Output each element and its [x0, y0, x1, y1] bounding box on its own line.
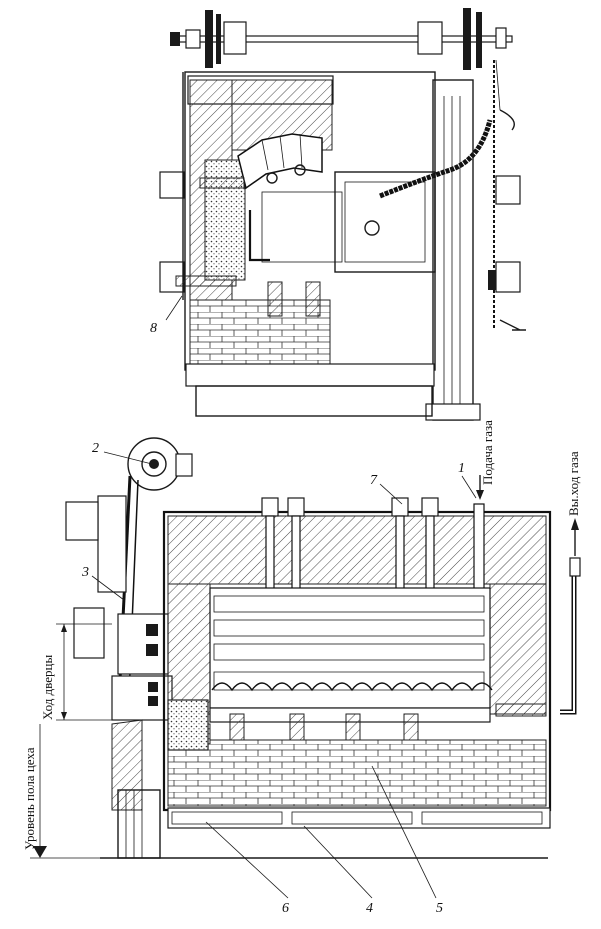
label-4: 4	[366, 901, 373, 916]
label-5: 5	[436, 901, 443, 916]
label-2: 2	[92, 441, 99, 456]
floor-level-label: Уровень пола цеха	[22, 747, 37, 850]
gas-supply-label: Подача газа	[480, 420, 495, 485]
label-3: 3	[81, 565, 89, 580]
load-stack	[213, 595, 485, 691]
door-travel-label: Ход дверцы	[40, 655, 55, 720]
bottom-section-view	[30, 437, 581, 859]
leader-lines	[91, 295, 477, 899]
roof-lining	[167, 515, 547, 585]
pulley-right	[417, 8, 507, 70]
label-7: 7	[370, 473, 378, 488]
furnace-door	[167, 699, 209, 751]
top-column	[432, 79, 474, 421]
top-section-view	[159, 8, 526, 421]
top-shaft	[171, 35, 513, 43]
label-6: 6	[282, 901, 289, 916]
label-8: 8	[150, 321, 157, 336]
hearth-brickwork	[167, 739, 547, 807]
pulley-left	[205, 10, 247, 68]
gas-exit-label: Вы.ход газа	[566, 451, 581, 516]
label-1: 1	[458, 461, 465, 476]
